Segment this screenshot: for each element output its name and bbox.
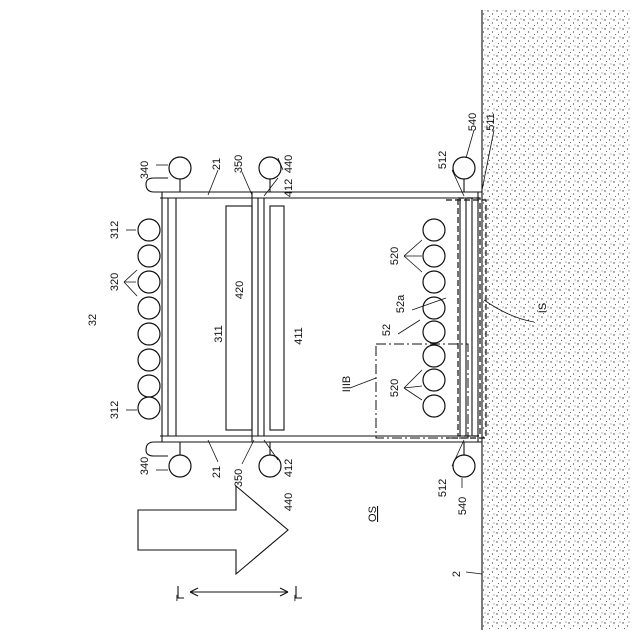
- label-os: OS: [367, 506, 379, 522]
- label-540-bot: 540: [457, 497, 469, 515]
- cushion-column-520: [423, 219, 445, 417]
- cushion-column-320: [138, 219, 160, 419]
- label-2: 2: [451, 571, 463, 577]
- ground-soil: [482, 10, 630, 630]
- label-is: IS: [537, 303, 549, 313]
- label-511: 511: [485, 113, 497, 131]
- label-52a: 52a: [395, 294, 407, 313]
- label-512-bot: 512: [437, 479, 449, 497]
- label-340-bot: 340: [139, 457, 151, 475]
- label-440-top: 440: [283, 155, 295, 173]
- label-21-bot: 21: [211, 466, 223, 478]
- base-wall-511: [458, 192, 480, 442]
- panel-411: [270, 206, 284, 430]
- panel-420: [226, 206, 252, 430]
- force-arrow: [138, 486, 288, 574]
- partition-350: [252, 192, 264, 442]
- label-512-top: 512: [437, 151, 449, 169]
- label-t-right: T: [293, 594, 305, 601]
- label-412-top: 412: [283, 179, 295, 197]
- label-350-bot: 350: [233, 469, 245, 487]
- label-350-top: 350: [233, 155, 245, 173]
- label-520-top: 520: [389, 247, 401, 265]
- label-52: 52: [381, 324, 393, 336]
- label-t-left: T: [175, 594, 187, 601]
- leader-2: [466, 572, 482, 574]
- label-312-top: 312: [109, 221, 121, 239]
- label-412-bot: 412: [283, 459, 295, 477]
- label-21-top: 21: [211, 158, 223, 170]
- label-520-bot: 520: [389, 379, 401, 397]
- label-312-bot: 312: [109, 401, 121, 419]
- label-540-top: 540: [467, 113, 479, 131]
- section-line-tt: [178, 586, 296, 598]
- label-32: 32: [87, 314, 99, 326]
- label-340-top: 340: [139, 161, 151, 179]
- label-420: 420: [234, 281, 246, 299]
- label-411: 411: [293, 327, 305, 345]
- label-320: 320: [109, 273, 121, 291]
- label-iiib: IIIB: [341, 376, 353, 393]
- label-311: 311: [213, 325, 225, 343]
- label-440-bot: 440: [283, 493, 295, 511]
